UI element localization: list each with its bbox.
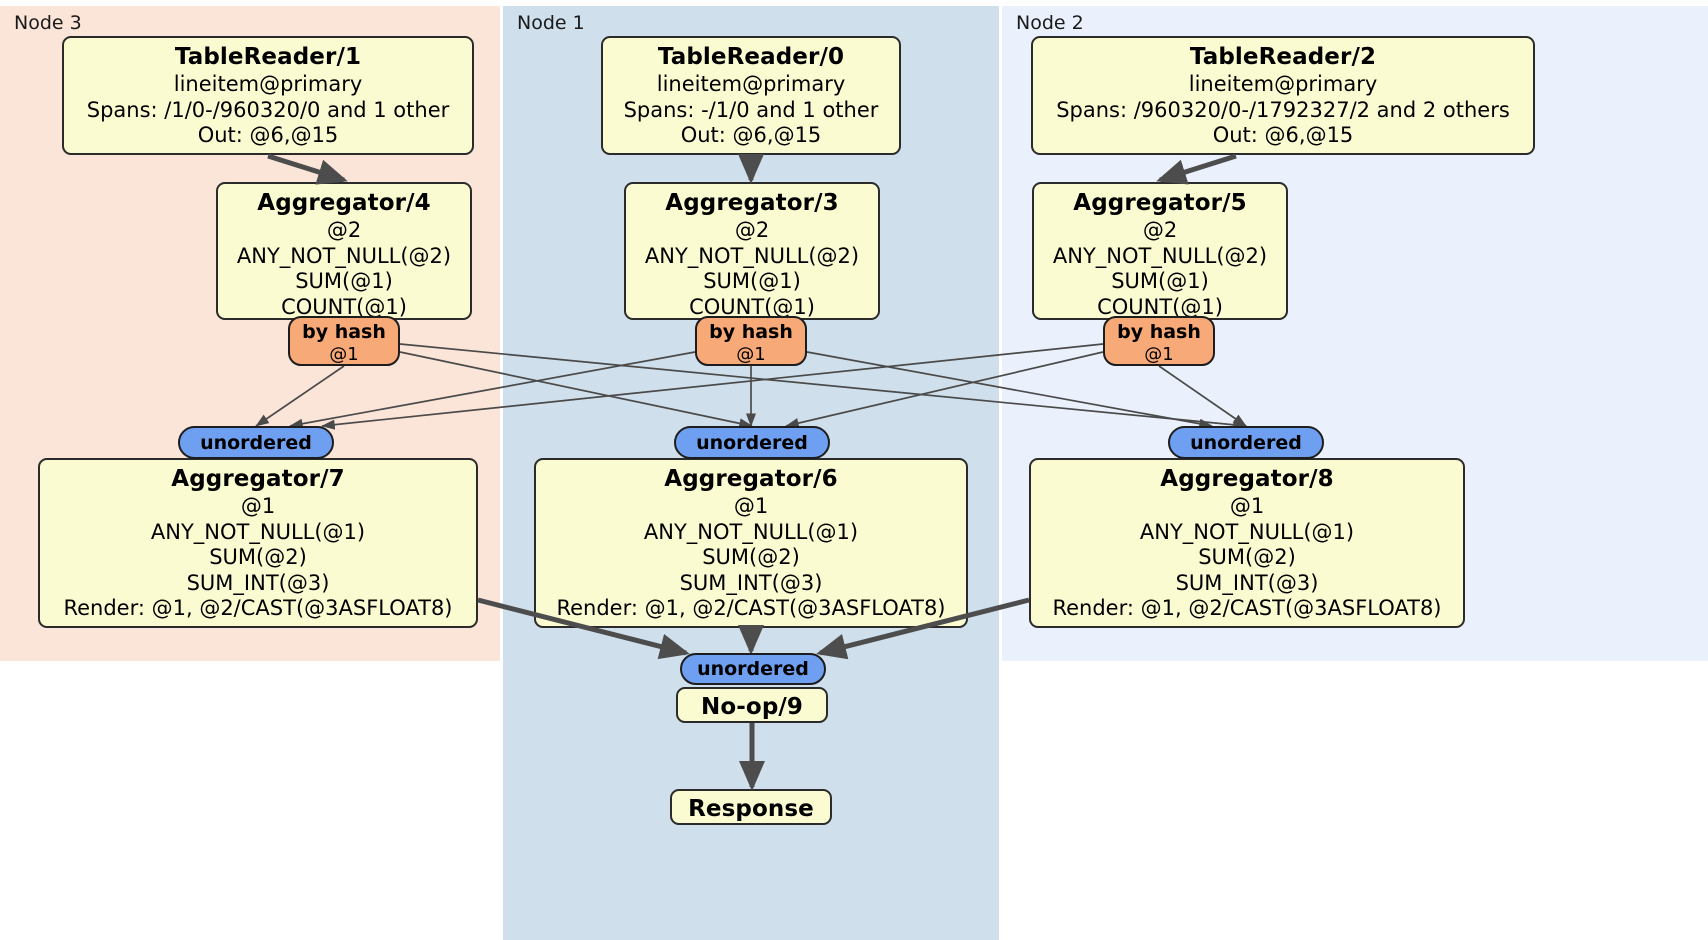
processor-detail-line: ANY_NOT_NULL(@1) [150,519,366,544]
processor-title: Aggregator/6 [664,466,838,492]
processor-detail-line: COUNT(@1) [1097,294,1223,319]
processor-detail-line: ANY_NOT_NULL(@2) [1052,243,1268,268]
processor-title: TableReader/0 [657,44,845,70]
router-hash-right[interactable]: by hash@1 [1103,316,1215,366]
processor-detail-line: lineitem@primary [173,72,363,96]
processor-detail-line: @2 [734,218,770,242]
processor-detail-line: COUNT(@1) [689,294,815,319]
processor-detail-line: ANY_NOT_NULL(@1) [643,519,859,544]
synchronizer-label: unordered [1190,431,1302,454]
processor-detail-line: lineitem@primary [1188,72,1378,96]
processor-detail-line: Render: @1, @2/CAST(@3ASFLOAT8) [556,596,946,620]
processor-detail-line: ANY_NOT_NULL(@1) [1139,519,1355,544]
processor-detail-line: @1 [733,494,769,518]
router-title: by hash [1117,321,1201,343]
processor-title: TableReader/1 [174,44,362,70]
processor-detail-line: SUM_INT(@3) [679,570,823,595]
processor-detail-line: lineitem@primary [656,72,846,96]
processor-title: Aggregator/8 [1160,466,1334,492]
processor-detail-line: SUM(@1) [295,269,393,293]
processor-title: Aggregator/5 [1073,190,1247,216]
processor-detail-line: @2 [326,218,362,242]
processor-detail-line: SUM(@2) [209,545,307,569]
router-title: by hash [709,321,793,343]
processor-detail-line: @1 [240,494,276,518]
processor-detail-line: Spans: -/1/0 and 1 other [623,97,879,122]
processor-detail-line: COUNT(@1) [281,294,407,319]
node-label-node2: Node 2 [1016,12,1084,34]
processor-title: Aggregator/3 [665,190,839,216]
synchronizer-label: unordered [697,658,809,680]
processor-title: Aggregator/7 [171,466,345,492]
node-label-node1: Node 1 [517,12,585,34]
processor-detail-line: SUM_INT(@3) [1175,570,1319,595]
synchronizer-label: unordered [696,431,808,454]
processor-detail-line: @1 [1229,494,1265,518]
processor-detail-line: Out: @6,@15 [197,123,339,147]
processor-detail-line: SUM(@2) [702,545,800,569]
node-label-node3: Node 3 [14,12,82,34]
processor-response[interactable]: Response [670,789,832,825]
processor-detail-line: @2 [1142,218,1178,242]
processor-noop9[interactable]: No-op/9 [676,687,828,723]
processor-title: Response [688,796,814,822]
synchronizer-unordered-final[interactable]: unordered [680,653,826,685]
router-hash-left[interactable]: by hash@1 [288,316,400,366]
processor-detail-line: SUM(@1) [703,269,801,293]
processor-detail-line: SUM(@2) [1198,545,1296,569]
processor-detail-line: Render: @1, @2/CAST(@3ASFLOAT8) [63,596,453,620]
router-key: @1 [1144,344,1174,365]
processor-title: Aggregator/4 [257,190,431,216]
synchronizer-unordered-left[interactable]: unordered [178,426,334,459]
router-key: @1 [329,344,359,365]
processor-detail-line: Out: @6,@15 [680,123,822,147]
processor-detail-line: Render: @1, @2/CAST(@3ASFLOAT8) [1052,596,1442,620]
processor-title: TableReader/2 [1189,44,1377,70]
processor-detail-line: Out: @6,@15 [1212,123,1354,147]
processor-detail-line: ANY_NOT_NULL(@2) [644,243,860,268]
processor-detail-line: ANY_NOT_NULL(@2) [236,243,452,268]
router-key: @1 [736,344,766,365]
synchronizer-label: unordered [200,431,312,454]
synchronizer-unordered-center[interactable]: unordered [674,426,830,459]
processor-title: No-op/9 [701,694,803,720]
processor-detail-line: SUM(@1) [1111,269,1209,293]
processor-detail-line: Spans: /960320/0-/1792327/2 and 2 others [1056,97,1510,122]
router-title: by hash [302,321,386,343]
processor-detail-line: Spans: /1/0-/960320/0 and 1 other [86,97,450,122]
router-hash-center[interactable]: by hash@1 [695,316,807,366]
synchronizer-unordered-right[interactable]: unordered [1168,426,1324,459]
processor-detail-line: SUM_INT(@3) [186,570,330,595]
